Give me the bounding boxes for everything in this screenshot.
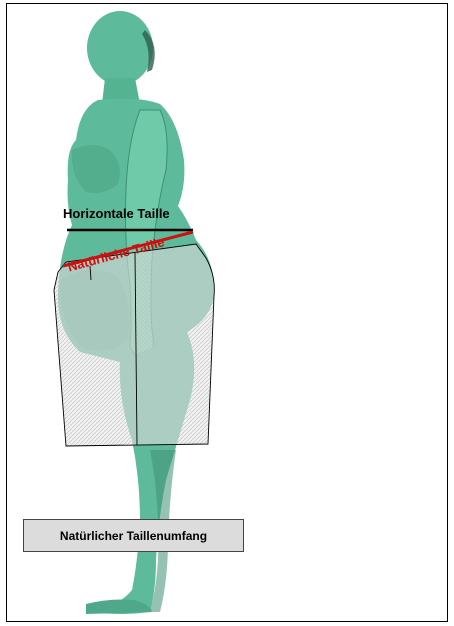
horizontal-waist-label: Horizontale Taille <box>63 206 170 221</box>
caption-box: Natürlicher Taillenumfang <box>23 519 244 552</box>
skirt-pattern-panel <box>54 244 214 446</box>
caption-text: Natürlicher Taillenumfang <box>60 529 207 543</box>
head <box>87 11 153 85</box>
